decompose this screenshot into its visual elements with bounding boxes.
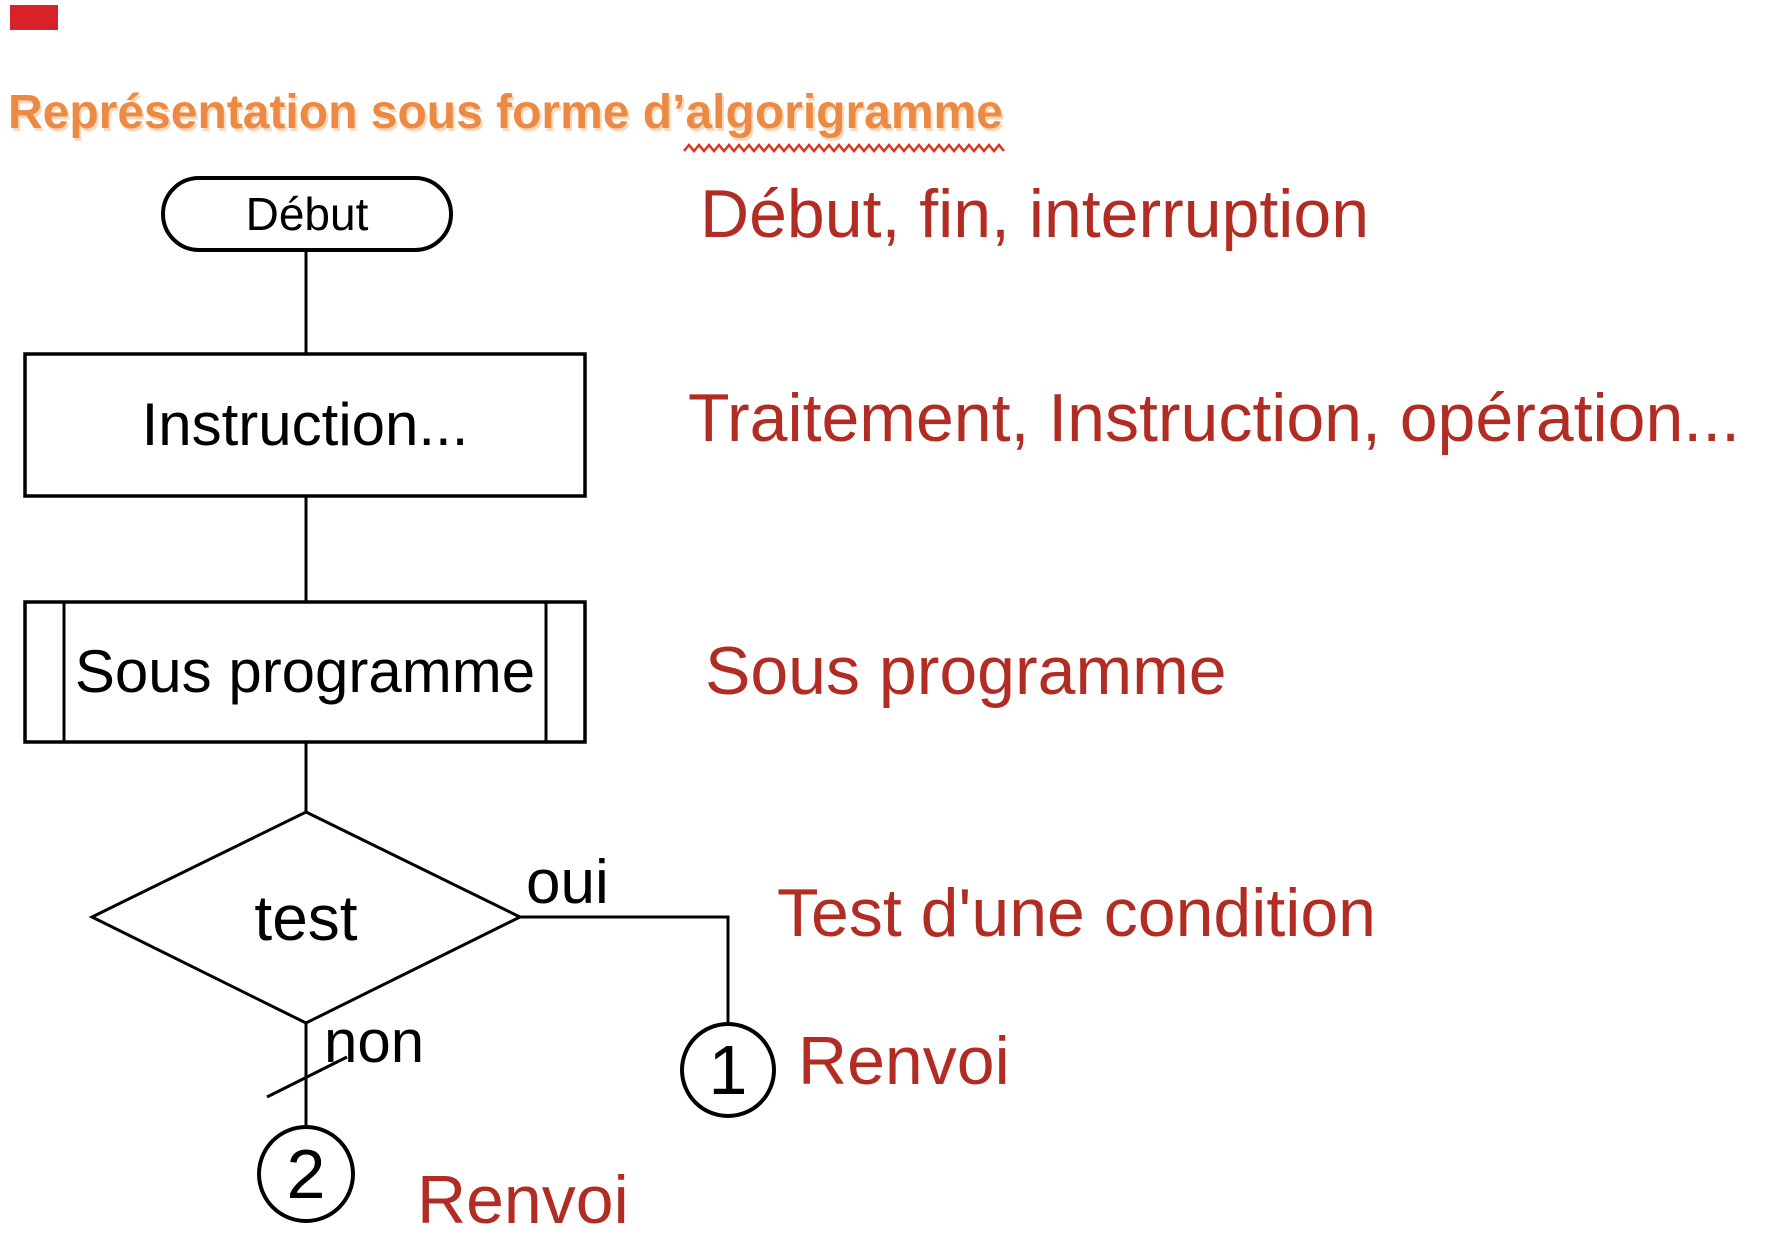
start-shape [161,176,453,252]
start-node-label: Début [245,188,369,240]
legend-process: Traitement, Instruction, opération... [688,380,1740,456]
subroutine-node-label: Sous programme [74,638,536,705]
decision-node-label: test [254,881,358,954]
legend-subroutine: Sous programme [705,633,1227,709]
branch-label-non: non [324,1008,425,1075]
connector-circle-2 [257,1125,355,1223]
page-title: Représentation sous forme d’algorigramme [8,86,1003,139]
legend-start-end: Début, fin, interruption [700,176,1370,252]
branch-non-tick [266,1055,348,1099]
process-node-label: Instruction... [141,391,469,458]
connector-circle-1 [680,1022,776,1118]
connector-2-label: 2 [286,1135,326,1213]
connector-1-label: 1 [708,1031,748,1109]
legend-renvoi-2: Renvoi [417,1162,629,1236]
branch-label-oui: oui [526,848,609,917]
legend-renvoi-1: Renvoi [798,1023,1010,1099]
branch-oui-line [520,915,730,1024]
slide-corner-marker [10,5,58,30]
spellcheck-squiggle [683,143,1005,153]
legend-decision: Test d'une condition [777,875,1376,951]
